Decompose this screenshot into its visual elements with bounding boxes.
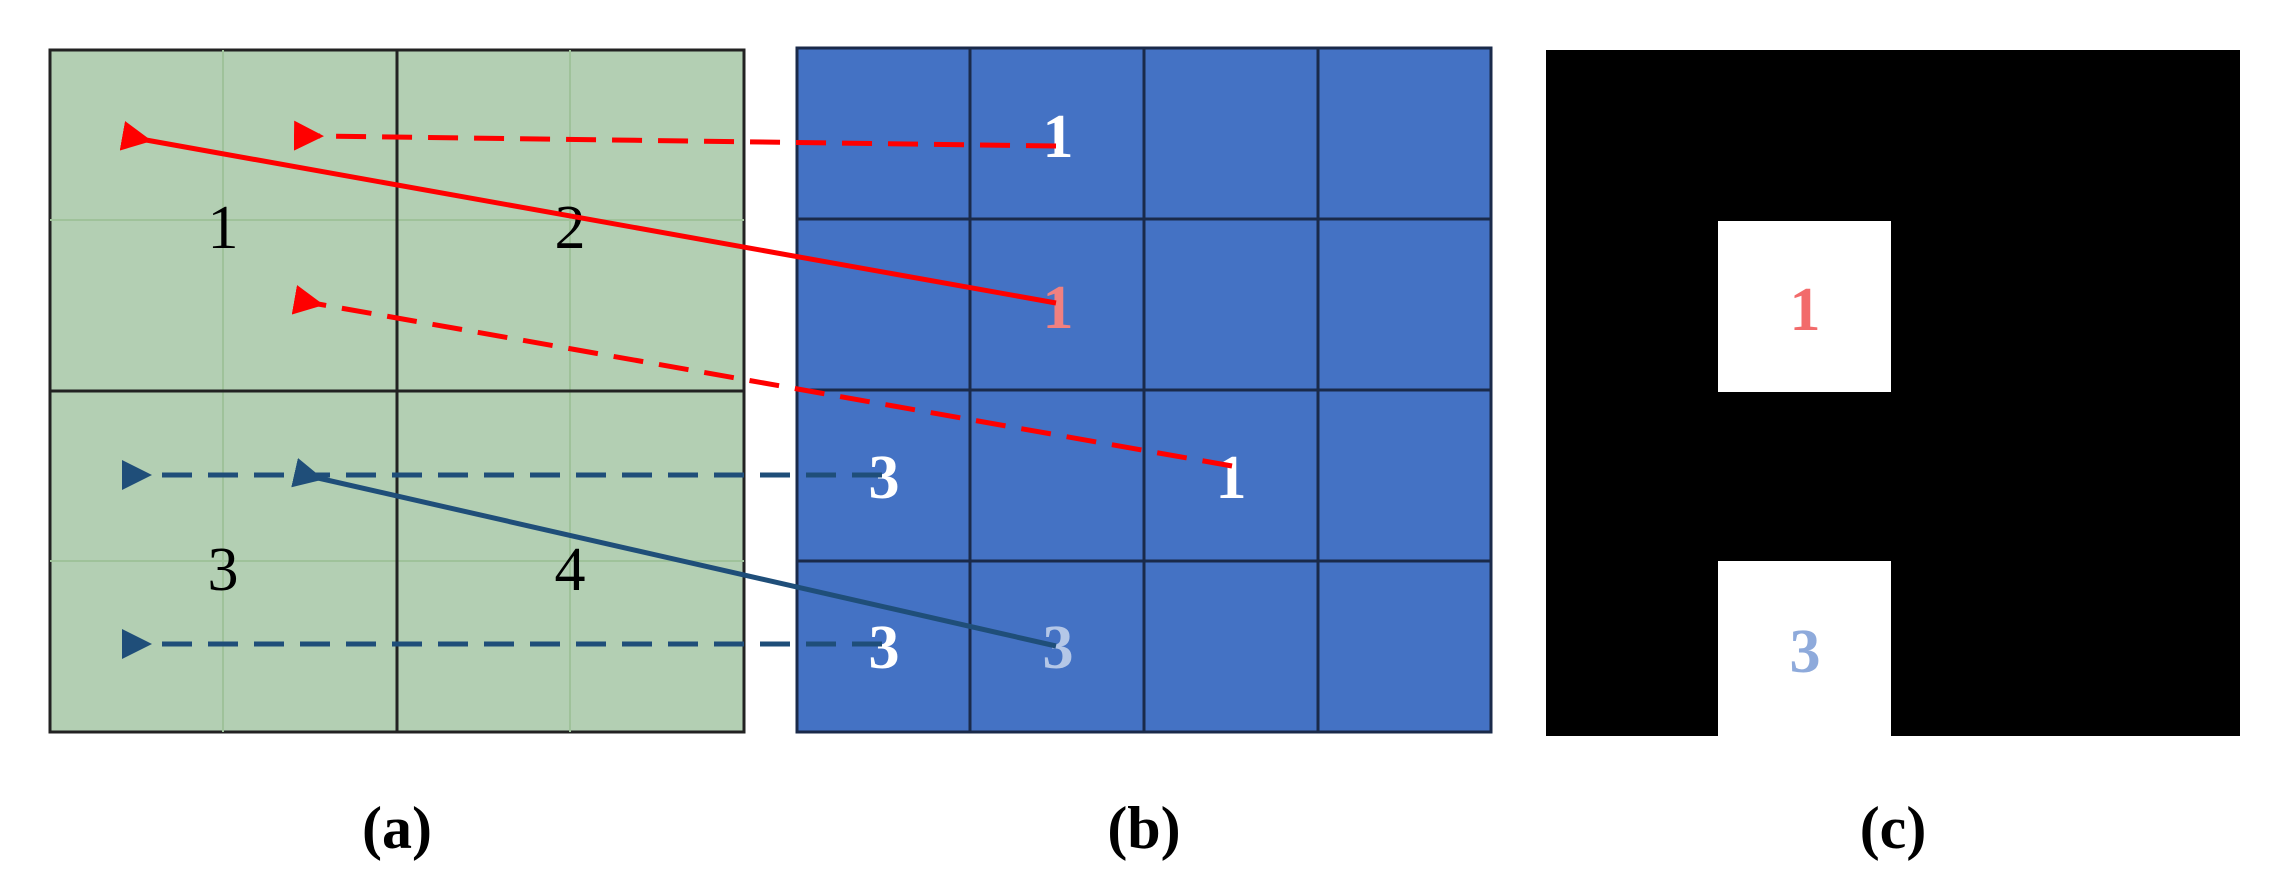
red-dashed-arrow-top <box>293 120 1057 151</box>
panel-b-label-r2c2: 1 <box>1216 444 1247 512</box>
panel-b-grid <box>797 48 1491 732</box>
arrows <box>119 120 1233 659</box>
panel-b-label-r2c0: 3 <box>869 444 900 512</box>
caption-a: (a) <box>362 795 432 861</box>
red-dashed-arrow-diagonal <box>291 285 1233 469</box>
panel-c: 1 3 <box>1546 50 2240 736</box>
panel-b: 1 1 3 1 3 3 <box>795 46 1493 734</box>
panel-b-label-r3c0: 3 <box>869 614 900 682</box>
panel-a-cell-1: 1 <box>208 194 239 262</box>
panel-a-cell-3: 3 <box>208 536 239 604</box>
panel-a: 1 2 3 4 <box>48 48 746 734</box>
panel-c-box-1 <box>1718 221 1891 392</box>
panel-a-cell-2: 2 <box>555 194 586 262</box>
caption-c: (c) <box>1860 795 1927 861</box>
panel-b-label-r1c1: 1 <box>1043 274 1074 342</box>
red-solid-arrow <box>119 121 1057 306</box>
panel-c-label-1: 1 <box>1790 276 1821 344</box>
panel-a-cell-4: 4 <box>555 536 586 604</box>
panel-b-label-r0c1: 1 <box>1043 103 1074 171</box>
panel-c-background <box>1546 50 2240 736</box>
caption-b: (b) <box>1107 795 1180 861</box>
panel-c-label-3: 3 <box>1790 618 1821 686</box>
panel-a-grid <box>50 50 744 732</box>
blue-solid-arrow <box>291 458 1057 649</box>
panel-b-label-r3c1: 3 <box>1043 614 1074 682</box>
panel-c-box-3 <box>1718 561 1891 736</box>
